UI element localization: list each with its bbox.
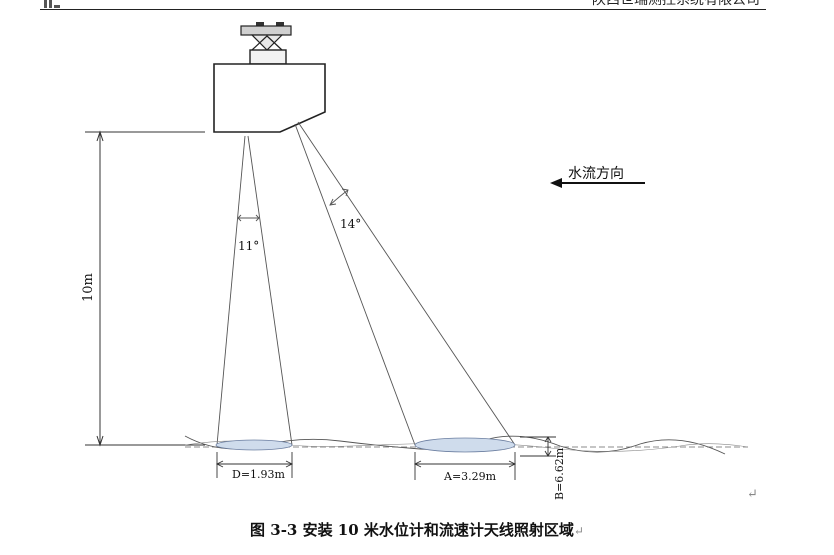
dimension-b-label: B=6.62m bbox=[553, 447, 566, 500]
velocity-footprint bbox=[414, 437, 516, 453]
header-divider bbox=[40, 9, 766, 10]
paragraph-mark: ↵ bbox=[747, 487, 758, 502]
company-name: 陕西世瑞测控系统有限公司 bbox=[592, 0, 760, 8]
sensor-mount bbox=[240, 22, 292, 65]
flow-arrow-icon bbox=[550, 178, 645, 188]
angle-level-label: 11° bbox=[238, 239, 259, 253]
caption-text: 图 3-3 安装 10 米水位计和流速计天线照射区域 bbox=[250, 521, 574, 539]
angle-velocity-label: 14° bbox=[340, 217, 361, 231]
height-dimension bbox=[85, 130, 205, 447]
dimension-b bbox=[520, 436, 556, 457]
page-header: 陕西世瑞测控系统有限公司 bbox=[0, 0, 834, 12]
dimension-a-label: A=3.29m bbox=[443, 470, 497, 483]
flow-direction-label: 水流方向 bbox=[568, 166, 624, 182]
level-footprint bbox=[215, 439, 293, 451]
height-label: 10m bbox=[81, 273, 96, 302]
dimension-a bbox=[413, 452, 517, 480]
dimension-d-label: D=1.93m bbox=[232, 468, 286, 481]
dimension-d bbox=[215, 452, 294, 478]
antenna-coverage-diagram: 10m 11° 14° 水流方向 D=1.93m bbox=[81, 22, 749, 500]
sensor-housing bbox=[213, 63, 326, 133]
figure-caption: 图 3-3 安装 10 米水位计和流速计天线照射区域↵ bbox=[0, 519, 834, 540]
caption-return-mark: ↵ bbox=[573, 524, 584, 538]
company-logo-icon bbox=[44, 0, 60, 8]
velocity-beam bbox=[294, 121, 516, 446]
level-beam bbox=[216, 135, 293, 446]
